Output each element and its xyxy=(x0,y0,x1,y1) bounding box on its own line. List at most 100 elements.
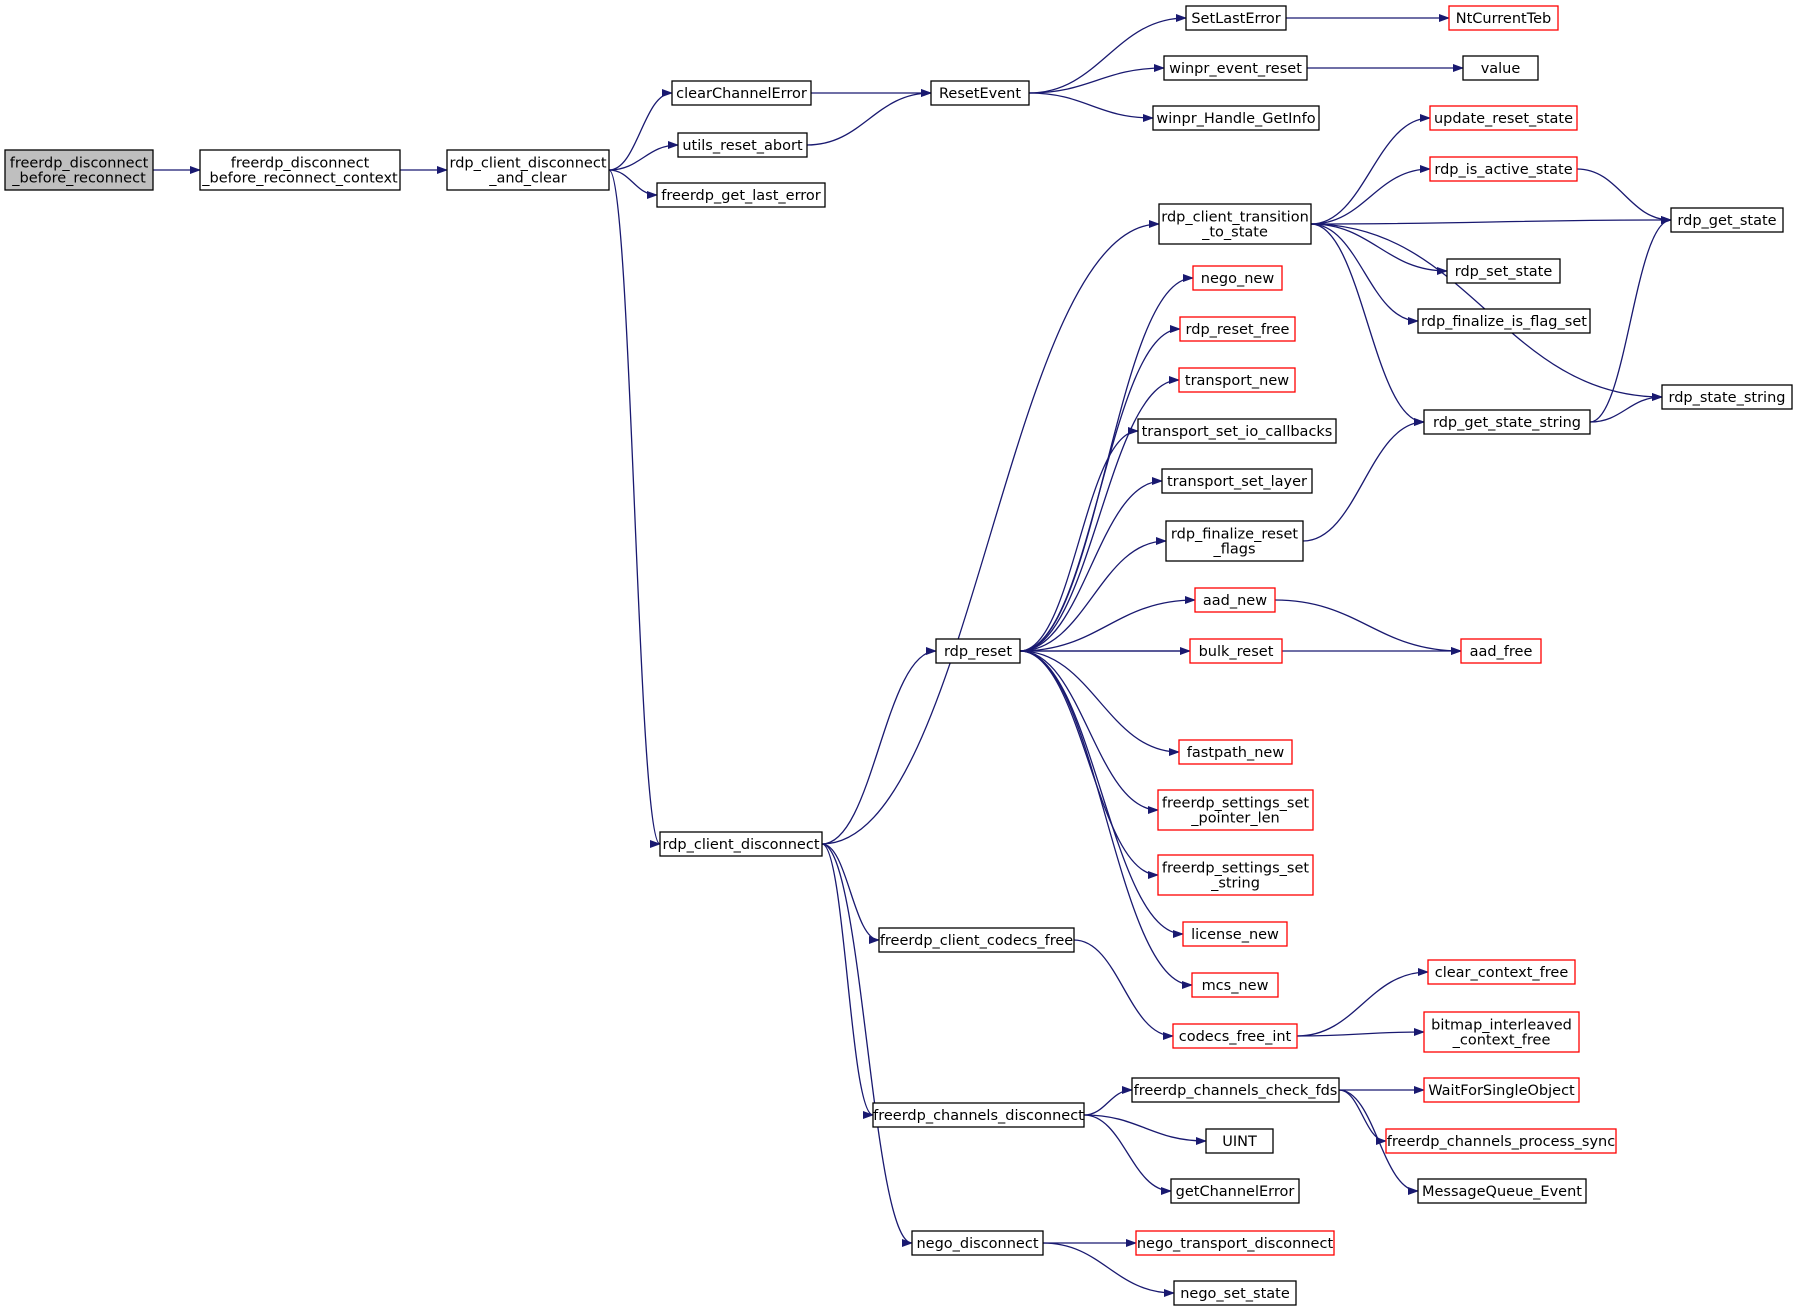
node-box-truncated[interactable] xyxy=(1192,265,1283,291)
node-box-truncated[interactable] xyxy=(1191,972,1279,998)
graph-node[interactable]: freerdp_channels_disconnect xyxy=(872,1102,1085,1128)
graph-node[interactable]: freerdp_disconnect_before_reconnect_cont… xyxy=(199,149,401,191)
graph-node[interactable]: freerdp_settings_set_string xyxy=(1157,854,1314,896)
graph-node[interactable]: value xyxy=(1462,55,1539,81)
graph-node[interactable]: UINT xyxy=(1205,1128,1274,1154)
node-box-truncated[interactable] xyxy=(1178,739,1293,765)
graph-node[interactable]: MessageQueue_Event xyxy=(1417,1178,1587,1204)
graph-node[interactable]: bulk_reset xyxy=(1189,638,1283,664)
graph-node[interactable]: rdp_reset_free xyxy=(1179,316,1296,342)
graph-node[interactable]: license_new xyxy=(1182,921,1288,947)
node-box[interactable] xyxy=(1670,207,1784,233)
graph-node[interactable]: rdp_finalize_reset_flags xyxy=(1165,520,1304,562)
graph-node[interactable]: rdp_finalize_is_flag_set xyxy=(1417,308,1591,334)
node-box-truncated[interactable] xyxy=(1135,1230,1335,1256)
node-box[interactable] xyxy=(935,638,1021,664)
node-box-truncated[interactable] xyxy=(1427,959,1576,985)
graph-node[interactable]: aad_new xyxy=(1194,587,1276,613)
node-box-truncated[interactable] xyxy=(1182,921,1288,947)
node-box[interactable] xyxy=(1423,409,1591,435)
graph-node[interactable]: transport_set_layer xyxy=(1161,468,1313,494)
graph-node[interactable]: rdp_is_active_state xyxy=(1429,156,1578,182)
node-box-truncated[interactable] xyxy=(1423,1077,1580,1103)
graph-node[interactable]: update_reset_state xyxy=(1429,105,1578,131)
graph-node[interactable]: rdp_set_state xyxy=(1446,258,1561,284)
graph-node[interactable]: rdp_client_transition_to_state xyxy=(1158,203,1312,245)
graph-node[interactable]: fastpath_new xyxy=(1178,739,1293,765)
node-box[interactable] xyxy=(1131,1077,1340,1103)
graph-node[interactable]: rdp_client_disconnect xyxy=(659,831,823,857)
node-box[interactable] xyxy=(872,1102,1085,1128)
graph-node[interactable]: utils_reset_abort xyxy=(677,132,808,158)
node-box-truncated[interactable] xyxy=(1157,854,1314,896)
graph-node[interactable]: rdp_client_disconnect_and_clear xyxy=(446,149,610,191)
graph-node[interactable]: nego_new xyxy=(1192,265,1283,291)
graph-node[interactable]: transport_set_io_callbacks xyxy=(1137,418,1337,444)
graph-node[interactable]: clear_context_free xyxy=(1427,959,1576,985)
node-box[interactable] xyxy=(1163,55,1308,81)
node-box-truncated[interactable] xyxy=(1189,638,1283,664)
node-box[interactable] xyxy=(1462,55,1539,81)
node-box[interactable] xyxy=(1137,418,1337,444)
graph-node[interactable]: rdp_reset xyxy=(935,638,1021,664)
node-box-truncated[interactable] xyxy=(1448,5,1559,31)
node-box[interactable] xyxy=(656,182,826,208)
node-box[interactable] xyxy=(1417,308,1591,334)
graph-node[interactable]: nego_set_state xyxy=(1173,1280,1297,1306)
node-box-truncated[interactable] xyxy=(1179,316,1296,342)
node-box[interactable] xyxy=(1170,1178,1300,1204)
node-box-truncated[interactable] xyxy=(1194,587,1276,613)
graph-node[interactable]: codecs_free_int xyxy=(1172,1023,1298,1049)
node-box-root[interactable] xyxy=(4,149,154,191)
graph-node[interactable]: bitmap_interleaved_context_free xyxy=(1423,1011,1580,1053)
graph-node[interactable]: freerdp_get_last_error xyxy=(656,182,826,208)
graph-node[interactable]: aad_free xyxy=(1460,638,1542,664)
node-box-truncated[interactable] xyxy=(1385,1128,1617,1154)
node-box[interactable] xyxy=(1161,468,1313,494)
node-box[interactable] xyxy=(659,831,823,857)
node-box[interactable] xyxy=(1417,1178,1587,1204)
node-box[interactable] xyxy=(1152,105,1320,131)
graph-node[interactable]: rdp_get_state xyxy=(1670,207,1784,233)
node-box[interactable] xyxy=(677,132,808,158)
graph-node[interactable]: winpr_Handle_GetInfo xyxy=(1152,105,1320,131)
node-box[interactable] xyxy=(878,927,1075,953)
graph-node[interactable]: freerdp_channels_check_fds xyxy=(1131,1077,1340,1103)
graph-node[interactable]: freerdp_client_codecs_free xyxy=(878,927,1075,953)
graph-node[interactable]: transport_new xyxy=(1178,367,1296,393)
graph-node[interactable]: getChannelError xyxy=(1170,1178,1300,1204)
node-box-truncated[interactable] xyxy=(1172,1023,1298,1049)
node-box[interactable] xyxy=(1173,1280,1297,1306)
graph-node[interactable]: winpr_event_reset xyxy=(1163,55,1308,81)
node-box-truncated[interactable] xyxy=(1429,105,1578,131)
node-box[interactable] xyxy=(930,80,1030,106)
graph-node[interactable]: WaitForSingleObject xyxy=(1423,1077,1580,1103)
graph-node[interactable]: SetLastError xyxy=(1185,5,1287,31)
node-box[interactable] xyxy=(1165,520,1304,562)
graph-node[interactable]: rdp_state_string xyxy=(1661,384,1793,410)
graph-node[interactable]: nego_transport_disconnect xyxy=(1135,1230,1335,1256)
graph-node[interactable]: mcs_new xyxy=(1191,972,1279,998)
graph-node[interactable]: freerdp_settings_set_pointer_len xyxy=(1157,789,1314,831)
node-box[interactable] xyxy=(911,1230,1044,1256)
node-box[interactable] xyxy=(1661,384,1793,410)
node-box[interactable] xyxy=(1446,258,1561,284)
graph-node[interactable]: clearChannelError xyxy=(671,80,812,106)
node-box[interactable] xyxy=(1185,5,1287,31)
node-box[interactable] xyxy=(446,149,610,191)
graph-node[interactable]: ResetEvent xyxy=(930,80,1030,106)
node-box[interactable] xyxy=(1158,203,1312,245)
node-box-truncated[interactable] xyxy=(1157,789,1314,831)
node-box-truncated[interactable] xyxy=(1178,367,1296,393)
node-box[interactable] xyxy=(199,149,401,191)
node-box[interactable] xyxy=(671,80,812,106)
graph-node[interactable]: freerdp_channels_process_sync xyxy=(1385,1128,1617,1154)
node-box-truncated[interactable] xyxy=(1423,1011,1580,1053)
graph-node[interactable]: nego_disconnect xyxy=(911,1230,1044,1256)
node-box-truncated[interactable] xyxy=(1460,638,1542,664)
graph-node[interactable]: NtCurrentTeb xyxy=(1448,5,1559,31)
node-box[interactable] xyxy=(1205,1128,1274,1154)
node-box-truncated[interactable] xyxy=(1429,156,1578,182)
graph-node[interactable]: rdp_get_state_string xyxy=(1423,409,1591,435)
graph-node[interactable]: freerdp_disconnect_before_reconnect xyxy=(4,149,154,191)
